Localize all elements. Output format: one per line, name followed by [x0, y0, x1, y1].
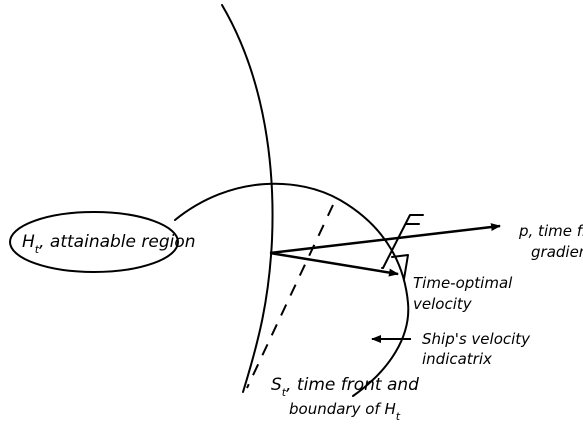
tangency-tick	[391, 254, 409, 280]
attainable-region-ellipse	[9, 211, 179, 273]
gradient-label-line2: gradient	[531, 243, 583, 261]
time-front-curve	[221, 4, 274, 393]
time-front-label-line2: boundary of Ht	[289, 400, 401, 423]
indicatrix-label-line2: indicatrix	[422, 350, 492, 368]
indicatrix-label-line1: Ship's velocity	[422, 330, 531, 348]
velocity-indicatrix-arc	[174, 182, 410, 397]
wind-flag-icon	[381, 214, 424, 269]
optimal-velocity-arrow	[269, 251, 399, 277]
gradient-label-line1: p, time front	[518, 222, 583, 240]
attainable-region-label: Ht, attainable region	[22, 232, 196, 256]
time-front-label-line1: St, time front and	[271, 375, 419, 399]
optimal-label-line2: velocity	[413, 295, 473, 313]
gradient-arrow	[269, 223, 501, 255]
optimal-label-line1: Time-optimal	[413, 274, 513, 292]
tangent-dashed-line	[246, 204, 334, 389]
